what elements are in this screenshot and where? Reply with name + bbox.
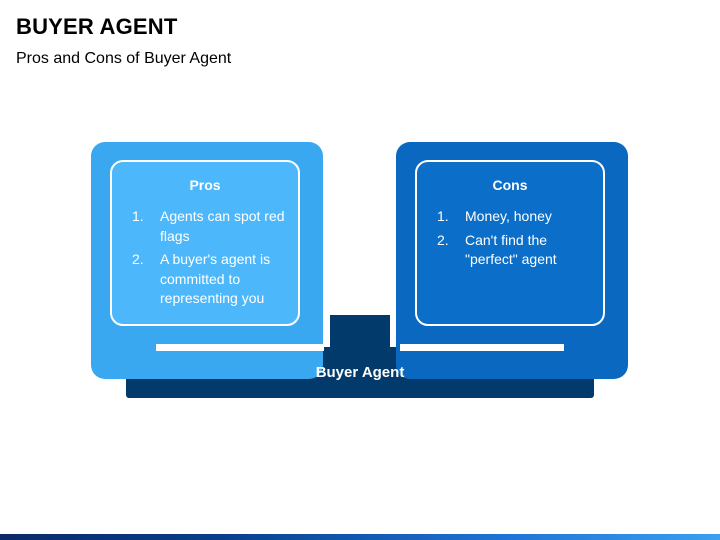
list-number: 2. (437, 231, 449, 248)
pros-list: 1. Agents can spot red flags 2. A buyer'… (112, 207, 298, 309)
list-number: 2. (132, 251, 144, 267)
list-item: 1. Agents can spot red flags (132, 207, 290, 246)
slide-subtitle: Pros and Cons of Buyer Agent (16, 50, 232, 67)
pros-inner-box: Pros 1. Agents can spot red flags 2. A b… (110, 160, 300, 326)
list-text: A buyer's agent is committed to represen… (160, 251, 271, 306)
slide-title: BUYER AGENT (16, 14, 178, 39)
pros-heading: Pros (189, 177, 221, 193)
cons-separator-strip (400, 344, 564, 351)
list-text: Can't find the "perfect" agent (465, 231, 557, 268)
cons-heading: Cons (492, 177, 528, 193)
list-item: 2. A buyer's agent is committed to repre… (132, 250, 290, 309)
list-number: 1. (132, 208, 144, 224)
base-center-connector (330, 315, 390, 355)
cons-inner-box: Cons 1. Money, honey 2. Can't find the "… (415, 160, 605, 326)
list-text: Money, honey (465, 208, 552, 224)
list-number: 1. (437, 208, 449, 224)
list-item: 2. Can't find the "perfect" agent (437, 231, 595, 270)
pros-separator-strip (156, 344, 324, 351)
pros-card: Pros 1. Agents can spot red flags 2. A b… (91, 142, 323, 379)
list-item: 1. Money, honey (437, 207, 595, 227)
cons-list: 1. Money, honey 2. Can't find the "perfe… (417, 207, 603, 270)
footer-gradient-bar (0, 534, 720, 540)
cons-card: Cons 1. Money, honey 2. Can't find the "… (396, 142, 628, 379)
list-text: Agents can spot red flags (160, 208, 285, 244)
base-label: Buyer Agent (315, 364, 405, 381)
